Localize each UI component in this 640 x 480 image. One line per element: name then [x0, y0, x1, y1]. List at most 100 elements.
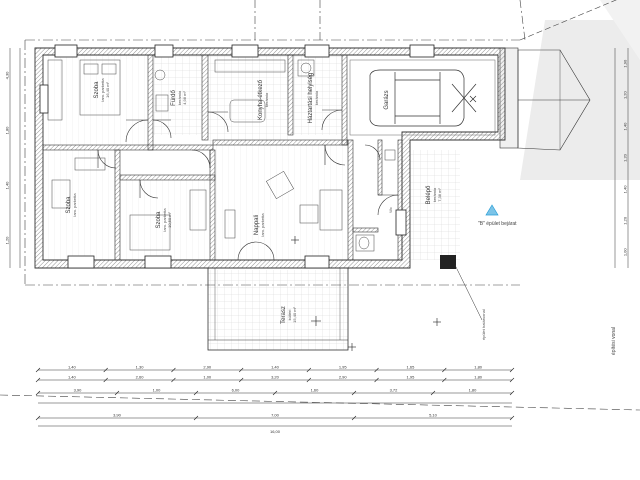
dimension-tick	[509, 377, 515, 383]
dimension-label: 1,00	[203, 375, 212, 380]
room-name-terasz: Terasz	[281, 306, 287, 324]
center-marks	[291, 95, 477, 351]
label-b-epulet: "B" épület bejárat	[478, 221, 517, 227]
dimension-tick	[103, 367, 108, 373]
dimension-label: 3,72	[390, 388, 399, 393]
room-name-szoba3: Szoba	[156, 211, 162, 229]
dimension-label: 1,40	[68, 365, 77, 370]
entrance-marker	[485, 204, 499, 216]
dimension-label: 1,40	[271, 365, 280, 370]
room-sub-terasz: kültéri	[287, 310, 292, 321]
dimension-label: 1,00	[153, 388, 162, 393]
room-area-terasz: 15,40 m²	[292, 306, 297, 322]
room-sub-belepo: kerámia	[432, 187, 437, 202]
dimension-label: 6,00	[232, 388, 241, 393]
dimension-label: 1,20	[623, 90, 628, 99]
label-epitesi-vonal: építési vonal	[611, 327, 617, 355]
dimension-tick	[374, 367, 379, 373]
dimension-tick	[114, 390, 120, 396]
dimension-label: 2,90	[203, 365, 212, 370]
dimension-tick	[171, 367, 176, 373]
dimension-label: 1,65	[407, 365, 416, 370]
site-labels: "B" épület bejárat építési vonal épület …	[454, 221, 617, 355]
label-epulet-hatar: épület határvonal	[481, 309, 486, 340]
dimension-tick	[35, 377, 41, 383]
room-sub-nappali: lam. parketta	[260, 213, 265, 237]
dimension-tick	[351, 390, 357, 396]
dimension-tick	[103, 377, 108, 383]
dimension-label: 2,90	[339, 375, 348, 380]
room-sub-szoba2: lam. parketta	[72, 193, 77, 217]
room-name-konyha: Konyha-étkező	[258, 79, 264, 120]
dimension-label: 1,80	[469, 388, 478, 393]
dimension-tick	[509, 415, 515, 421]
room-name-wc: Wc	[388, 207, 393, 213]
dimension-tick	[374, 377, 379, 383]
dimension-label: 2,60	[136, 375, 145, 380]
exterior-walls	[34, 47, 506, 269]
dimension-tick	[306, 377, 312, 383]
room-name-haztartasi: Háztartási helyiség	[308, 73, 314, 124]
dimension-label: 1,40	[623, 185, 628, 194]
dimension-label: 1,20	[623, 153, 628, 162]
dimension-label: 1,00	[623, 248, 628, 257]
room-area-belepo: 7,38 m²	[437, 188, 442, 202]
dimension-ticks	[35, 367, 515, 421]
dimension-tick	[35, 390, 41, 396]
room-sub-szoba3: lam. parketta	[162, 208, 167, 232]
dimension-tick	[430, 390, 436, 396]
dimension-label: 1,95	[407, 375, 416, 380]
room-area-szoba3: 10,50 m²	[167, 211, 172, 227]
dimension-tick	[272, 390, 278, 396]
room-name-belepo: Belépő	[426, 185, 432, 204]
room-name-szoba1: Szoba	[94, 81, 100, 99]
dimension-label: 1,40	[68, 375, 77, 380]
dimension-tick	[306, 367, 312, 373]
dimension-label: 1,60	[311, 388, 320, 393]
dimension-label: 3,20	[271, 375, 280, 380]
dimension-tick	[351, 415, 357, 421]
room-sub-szoba1: lam. parketta	[100, 78, 105, 102]
dimension-label: 3,90	[74, 388, 83, 393]
room-area-szoba1: 16,40 m²	[105, 81, 110, 97]
roof-shade	[520, 0, 640, 180]
room-name-nappali: Nappali	[254, 215, 260, 235]
dimension-tick	[193, 415, 199, 421]
dimension-tick	[442, 377, 447, 383]
room-labels: Szoba lam. parketta 16,40 m² Fürdő kerám…	[66, 73, 442, 324]
room-sub-furdo: kerámia	[177, 90, 182, 105]
dimension-tick	[35, 367, 41, 373]
dimension-label: 1,40	[5, 181, 10, 190]
room-name-szoba2: Szoba	[66, 196, 72, 214]
room-sub-konyha: kerámia	[264, 92, 269, 107]
doors	[97, 109, 399, 261]
windows	[39, 44, 435, 269]
dimension-tick	[171, 377, 176, 383]
room-sub-haztartasi: kerámia	[314, 90, 319, 105]
dimension-label: 3,90	[113, 413, 122, 418]
dimension-label: 7,00	[271, 413, 280, 418]
furniture	[47, 59, 396, 252]
dimension-tick	[509, 367, 515, 373]
dimension-label: 1,80	[474, 375, 483, 380]
dimension-label: 1,20	[5, 236, 10, 245]
interior-walls	[42, 54, 403, 261]
dimension-label: 1,20	[623, 216, 628, 225]
dimension-total-label: 16,00	[270, 429, 281, 434]
floor-fills	[43, 55, 460, 350]
room-name-furdo: Fürdő	[171, 90, 177, 106]
dimension-label: 4,30	[5, 71, 10, 80]
dimension-tick	[509, 390, 515, 396]
dimension-tick	[238, 367, 244, 373]
dimension-tick	[35, 415, 41, 421]
car	[369, 69, 477, 127]
dimension-label: 1,30	[136, 365, 145, 370]
garage-door-line	[349, 59, 496, 136]
dimension-tick	[238, 377, 244, 383]
room-area-furdo: 4,98 m²	[182, 91, 187, 105]
dimension-label: 5,10	[429, 413, 438, 418]
dimension-tick	[193, 390, 199, 396]
dimension-label: 1,80	[474, 365, 483, 370]
dimension-label: 1,95	[339, 365, 348, 370]
